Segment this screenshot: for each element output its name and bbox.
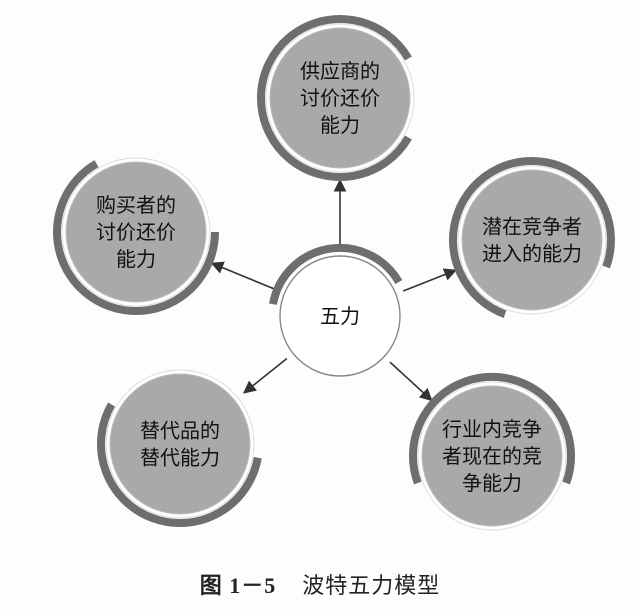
center.lines-line-1: 五力 bbox=[320, 304, 360, 328]
figure-title: 波特五力模型 bbox=[302, 574, 441, 599]
five-forces-diagram: 供应商的讨价还价能力潜在竞争者进入的能力行业内竞争者现在的竞争能力替代品的替代能… bbox=[53, 15, 615, 531]
figure-number: 图 1－5 bbox=[199, 573, 277, 598]
forces.1.lines-line-2: 进入的能力 bbox=[482, 242, 582, 266]
arrow-to-rivalry bbox=[389, 361, 433, 402]
arrow-to-entrant bbox=[402, 268, 457, 292]
force-circle-rivalry bbox=[421, 385, 563, 527]
center-ring bbox=[269, 243, 403, 305]
forces.2.lines-line-1: 行业内竞争 bbox=[442, 417, 542, 441]
force-ring-supplier bbox=[256, 15, 412, 181]
force-circle-supplier bbox=[269, 27, 411, 169]
forces.4.lines-line-1: 购买者的 bbox=[96, 193, 176, 217]
forces.0.lines-line-3: 能力 bbox=[320, 113, 360, 137]
force-circle-entrant bbox=[461, 169, 603, 311]
forces.3.lines-line-1: 替代品的 bbox=[140, 419, 220, 443]
arrows-layer bbox=[210, 178, 457, 402]
center-circle bbox=[279, 255, 401, 377]
arrow-to-buyer bbox=[210, 261, 278, 291]
forces.3.lines-line-2: 替代能力 bbox=[140, 446, 220, 470]
center-node: 五力 bbox=[269, 243, 403, 377]
forces.0.lines-line-2: 讨价还价 bbox=[300, 86, 380, 110]
force-ring-substitute bbox=[97, 402, 262, 528]
force-ring-buyer bbox=[53, 160, 219, 316]
forces.4.lines-line-2: 讨价还价 bbox=[96, 220, 176, 244]
figure-caption: 图 1－5 波特五力模型 bbox=[0, 568, 640, 600]
forces.1.lines-line-1: 潜在竞争者 bbox=[482, 215, 582, 239]
force-circle-substitute bbox=[109, 373, 251, 515]
forces.2.lines-line-2: 者现在的竞 bbox=[442, 444, 542, 468]
forces.4.lines-line-3: 能力 bbox=[116, 247, 156, 271]
forces.0.lines-line-1: 供应商的 bbox=[300, 59, 380, 83]
force-circle-buyer bbox=[65, 161, 207, 303]
force-ring-rivalry bbox=[409, 372, 575, 485]
arrow-to-substitute bbox=[243, 357, 288, 394]
force-ring-entrant bbox=[448, 156, 615, 318]
forces.2.lines-line-3: 争能力 bbox=[462, 471, 522, 495]
nodes-layer: 供应商的讨价还价能力潜在竞争者进入的能力行业内竞争者现在的竞争能力替代品的替代能… bbox=[53, 15, 615, 531]
